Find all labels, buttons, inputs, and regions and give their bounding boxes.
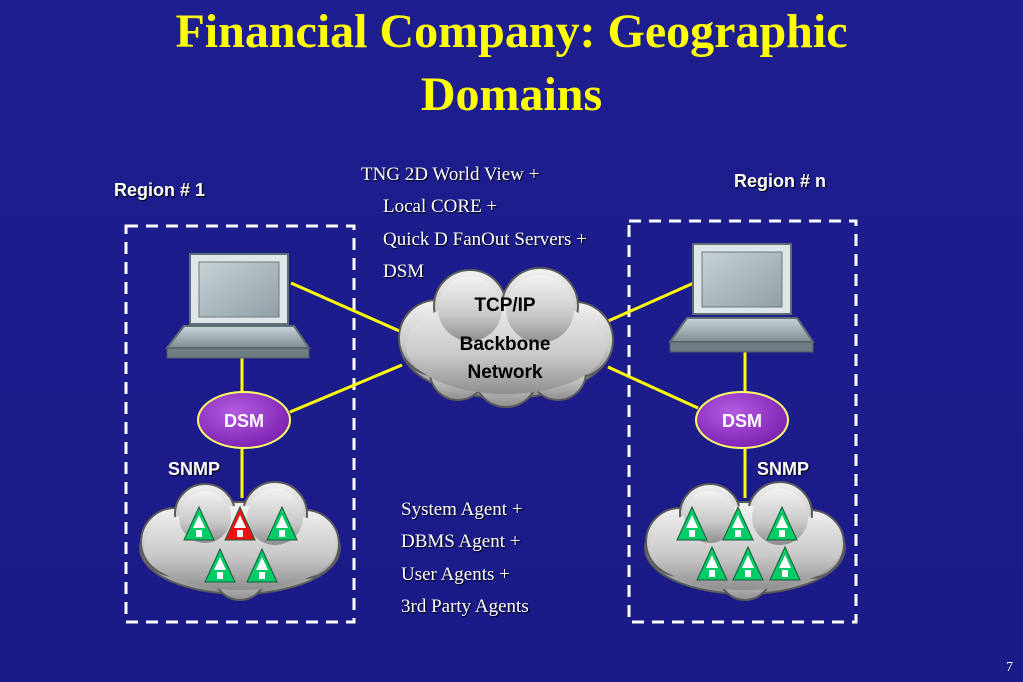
dsm-label-right: DSM (722, 411, 762, 431)
agent-list-item: System Agent + (401, 499, 523, 520)
agents-right (676, 505, 801, 581)
backbone-cloud-icon: TCP/IP Backbone Network (398, 267, 614, 408)
link-backbone-wsn (605, 280, 697, 324)
agents-left (183, 505, 298, 583)
dsm-node-left: DSM (197, 391, 291, 449)
snmp-label-right: SNMP (757, 459, 810, 479)
agent-cloud-right-icon (644, 481, 846, 601)
manager-list-item: Local CORE + (383, 196, 498, 217)
connection-lines (240, 280, 747, 498)
agent-triangle-icon (696, 545, 728, 581)
computer-icon (668, 243, 815, 353)
computer-icon (164, 253, 311, 359)
manager-list-item: DSM (383, 261, 425, 282)
region-n-label: Region # n (734, 171, 827, 191)
agent-triangle-icon (769, 545, 801, 581)
manager-list-item: TNG 2D World View + (361, 164, 540, 185)
agent-triangle-icon (246, 547, 278, 583)
snmp-label-left: SNMP (168, 459, 221, 479)
agent-list-item: User Agents + (401, 564, 510, 585)
agent-triangle-icon (676, 505, 708, 541)
agent-triangle-icon (722, 505, 754, 541)
agent-triangle-icon (766, 505, 798, 541)
agent-list-item: DBMS Agent + (401, 531, 521, 552)
dsm-label-left: DSM (224, 411, 264, 431)
region-1-label: Region # 1 (114, 180, 206, 200)
agent-cloud-left-icon (139, 481, 341, 601)
link-backbone-dsmn (607, 365, 699, 410)
agent-triangle-icon (266, 505, 298, 541)
agent-triangle-icon (732, 545, 764, 581)
region-n-boundary (627, 219, 858, 624)
page-number: 7 (1006, 660, 1013, 675)
agent-triangle-icon (224, 505, 256, 541)
link-dsm1-backbone (289, 363, 403, 414)
agent-triangle-icon (204, 547, 236, 583)
agent-list-item: 3rd Party Agents (401, 596, 529, 617)
backbone-label-3: Network (468, 362, 543, 383)
backbone-label-2: Backbone (460, 334, 551, 355)
link-ws1-backbone (290, 281, 405, 335)
manager-list-item: Quick D FanOut Servers + (383, 229, 587, 250)
agent-triangle-icon (183, 505, 215, 541)
slide-title-line1: Financial Company: Geographic (175, 5, 848, 58)
slide-title-line2: Domains (420, 68, 603, 121)
region-1-boundary (124, 224, 356, 624)
dsm-node-right: DSM (695, 391, 789, 449)
backbone-label-1: TCP/IP (474, 295, 536, 316)
